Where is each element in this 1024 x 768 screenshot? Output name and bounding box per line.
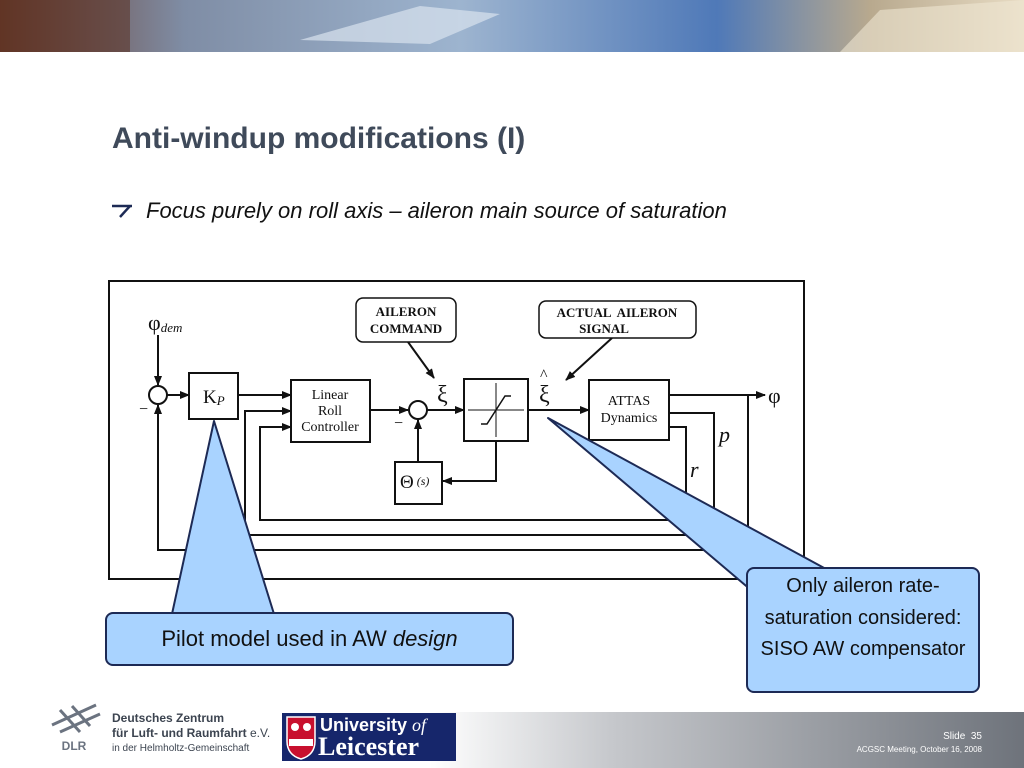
pilot-model-callout-italic: design xyxy=(392,626,458,651)
leicester-shield-icon xyxy=(286,716,316,760)
page-title: Anti-windup modifications (I) xyxy=(112,122,526,155)
minus-sign-1: − xyxy=(139,401,148,418)
dlr-line-1: Deutsches Zentrum xyxy=(112,711,225,725)
xi-hat-caret: ^ xyxy=(540,367,548,384)
aircraft-image xyxy=(300,6,500,44)
attas-label-1: ATTAS xyxy=(608,394,650,409)
bullet-point: Focus purely on roll axis – aileron main… xyxy=(112,198,727,224)
r-label: r xyxy=(690,457,699,482)
dlr-line-3: in der Helmholtz-Gemeinschaft xyxy=(112,743,250,754)
actual-aileron-line-2: SIGNAL xyxy=(579,321,629,336)
header-banner xyxy=(0,0,1024,52)
aileron-command-line-2: COMMAND xyxy=(370,321,442,336)
footer-bar: DLR xyxy=(0,703,1024,768)
controller-label-3: Controller xyxy=(301,420,359,435)
controller-label-2: Roll xyxy=(318,404,342,419)
aileron-saturation-callout: Only aileron rate-saturation considered:… xyxy=(746,567,980,693)
aileron-saturation-callout-text: Only aileron rate-saturation considered:… xyxy=(760,575,966,660)
aileron-command-line-1: AILERON xyxy=(376,304,437,319)
phi-dem-label: φdem xyxy=(148,310,182,335)
kp-label: KP xyxy=(203,387,225,408)
arrow-bullet-icon xyxy=(112,198,146,224)
aileron-command-box xyxy=(355,297,457,343)
kp-block xyxy=(188,372,239,420)
controller-label-1: Linear xyxy=(312,388,349,403)
attas-dynamics-block xyxy=(588,379,670,441)
summing-junction-2 xyxy=(408,400,428,420)
pilot-model-callout-text: Pilot model used in AW xyxy=(161,626,393,651)
dlr-line-2: für Luft- und Raumfahrt e.V. xyxy=(112,726,271,740)
attas-label-2: Dynamics xyxy=(601,411,658,426)
p-label: p xyxy=(717,422,730,447)
actual-aileron-line-1: ACTUAL AILERON xyxy=(557,305,678,320)
leicester-line-1: University of xyxy=(320,715,427,735)
pilot-model-callout: Pilot model used in AW design xyxy=(105,612,514,666)
theta-block xyxy=(394,461,443,505)
xi-label: ξ xyxy=(437,382,448,408)
theta-label: Θ(s) xyxy=(400,472,429,493)
xi-hat-label: ξ xyxy=(539,382,550,408)
university-of-leicester-logo: University of Leicester xyxy=(282,713,456,761)
dlr-logo-icon xyxy=(51,703,101,734)
minus-sign-2: − xyxy=(394,415,403,432)
dlr-logo-text: DLR xyxy=(62,739,87,753)
phi-output-label: φ xyxy=(768,383,781,408)
dlr-name: Deutsches Zentrum für Luft- und Raumfahr… xyxy=(112,711,270,756)
linear-roll-controller-block xyxy=(290,379,371,443)
summing-junction-1 xyxy=(148,385,168,405)
actual-aileron-signal-box xyxy=(538,300,697,339)
slide-number: Slide 35 xyxy=(943,731,982,742)
leicester-line-2: Leicester xyxy=(318,732,420,761)
meeting-info: ACGSC Meeting, October 16, 2008 xyxy=(856,745,982,754)
bullet-text: Focus purely on roll axis – aileron main… xyxy=(146,198,727,223)
